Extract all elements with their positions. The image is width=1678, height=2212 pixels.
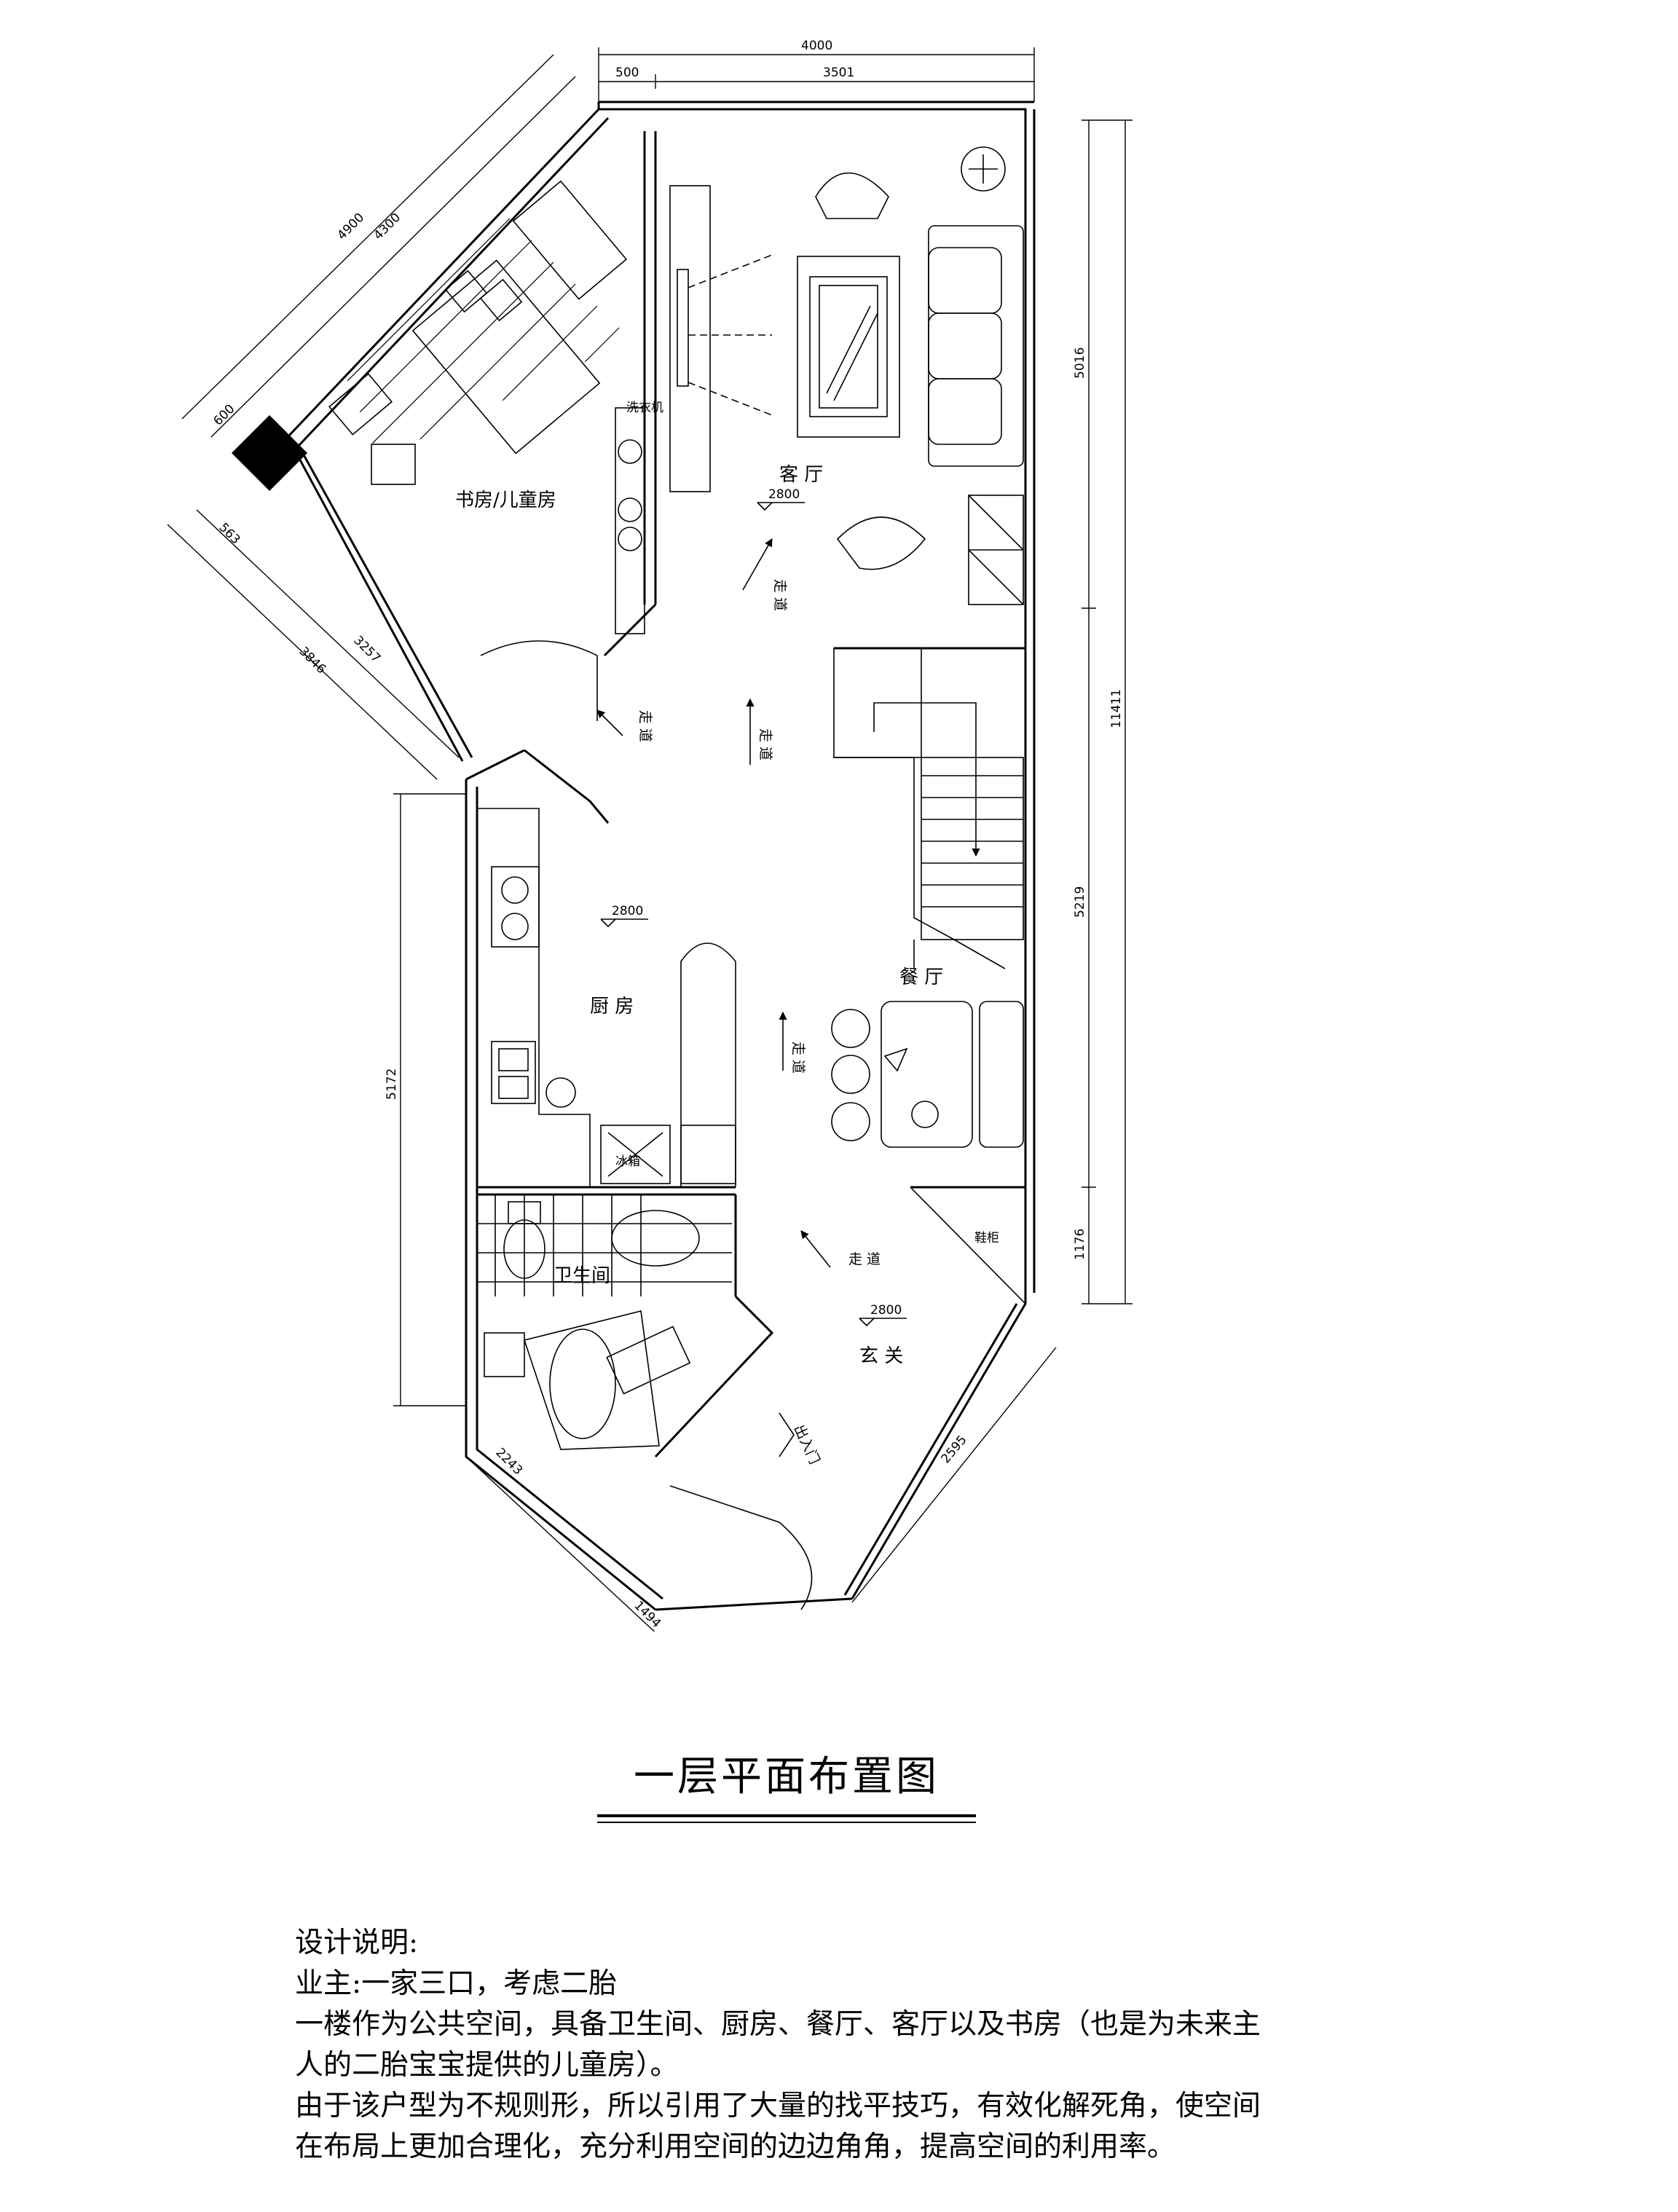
dim-label: 2243	[492, 1445, 525, 1478]
room-label-kitchen: 厨 房	[590, 996, 634, 1018]
notes-line: 由于该户型为不规则形，所以引用了大量的找平技巧，有效化解死角，使空间	[295, 2090, 1261, 2122]
room-label-study: 书房/儿童房	[455, 489, 556, 511]
notes-line: 人的二胎宝宝提供的儿童房）。	[295, 2049, 679, 2082]
ceiling-markers	[600, 502, 907, 1327]
notes-heading: 设计说明:	[295, 1926, 419, 1959]
living-furniture	[669, 146, 1024, 605]
floor-plan: 客 厅 书房/儿童房 厨 房 餐 厅 卫生间 玄 关 走 道 走 道 走 道 走…	[167, 39, 1133, 1632]
room-label-foyer: 玄 关	[859, 1345, 903, 1367]
corridor-label: 走 道	[637, 710, 653, 742]
dim-label: 600	[210, 401, 237, 428]
corridor-label: 走 道	[757, 728, 773, 760]
staircase	[873, 702, 1024, 940]
shoe-cabinet-label: 鞋柜	[974, 1231, 999, 1245]
ceiling-height-label: 2800	[612, 904, 643, 918]
room-label-dining: 餐 厅	[899, 967, 943, 988]
ceiling-height-label: 2800	[768, 487, 800, 502]
title-block: 一层平面布置图	[597, 1752, 976, 1823]
interior-walls	[477, 131, 1026, 1458]
study-floor	[291, 218, 626, 459]
fridge-label: 冰箱	[615, 1154, 640, 1169]
dim-label: 4900	[334, 210, 367, 243]
dim-label: 11411	[1109, 689, 1124, 728]
title-underline-thin	[597, 1822, 976, 1823]
drawing-title: 一层平面布置图	[634, 1753, 940, 1800]
dim-label: 5016	[1073, 347, 1087, 379]
dim-label: 1176	[1073, 1229, 1087, 1260]
room-label-bathroom: 卫生间	[554, 1265, 610, 1287]
entrance-label: 出入门	[790, 1422, 822, 1467]
dim-label: 3501	[823, 66, 854, 80]
study-furniture	[328, 180, 645, 634]
notes-line: 在布局上更加合理化，充分利用空间的边边角角，提高空间的利用率。	[295, 2130, 1176, 2163]
ceiling-height-label: 2800	[870, 1303, 902, 1318]
corridor-label: 走 道	[772, 579, 788, 611]
bathroom-fixtures	[477, 1194, 732, 1450]
title-underline	[597, 1814, 976, 1817]
notes-line: 一楼作为公共空间，具备卫生间、厨房、餐厅、客厅以及书房（也是为未来主	[295, 2008, 1261, 2041]
dimension-lines	[167, 47, 1133, 1632]
dim-label: 5219	[1073, 886, 1087, 918]
structural-column	[232, 415, 307, 491]
dim-label: 3257	[350, 633, 383, 666]
design-notes: 设计说明: 业主:一家三口，考虑二胎 一楼作为公共空间，具备卫生间、厨房、餐厅、…	[295, 1923, 1489, 2168]
dim-label: 4300	[371, 210, 403, 243]
dim-label: 5172	[385, 1068, 399, 1100]
notes-owner: 业主:一家三口，考虑二胎	[295, 1967, 618, 2000]
dining-furniture	[831, 1001, 1024, 1148]
corridor-label: 走 道	[790, 1042, 806, 1074]
dim-label: 4000	[801, 39, 832, 53]
kitchen-fixtures	[477, 808, 736, 1187]
room-label-living: 客 厅	[779, 464, 823, 486]
dim-label: 500	[615, 66, 639, 80]
outer-walls	[286, 101, 1036, 1611]
corridor-label: 走 道	[848, 1251, 881, 1267]
dim-label: 563	[216, 520, 243, 547]
corridor-arrows	[596, 538, 831, 1268]
washer-label: 洗衣机	[626, 401, 663, 415]
